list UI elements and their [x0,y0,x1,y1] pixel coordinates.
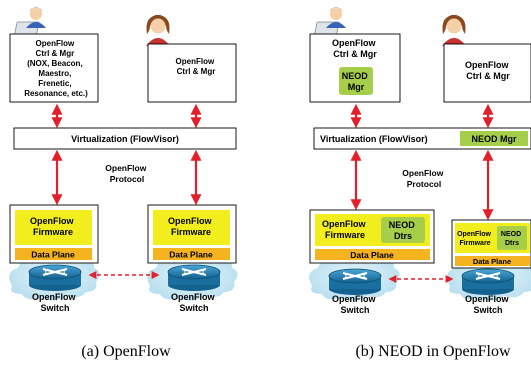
panel-a-fw2-label: OpenFlow Firmware [168,216,214,237]
panel-b-sw1-label: OpenFlow Switch [332,294,378,315]
caption-a: (a) OpenFlow [81,343,171,360]
panel-b-fw1-label: OpenFlow Firmware [322,219,368,240]
panel-a-ctrl2-box [147,43,237,103]
panel-a-fw1 [15,210,92,245]
panel-b-neod-dtrs1-label: NEOD Dtrs [389,220,418,241]
caption-b: (b) NEOD in OpenFlow [355,343,511,360]
panel-b-ctrl1-label: OpenFlow Ctrl & Mgr [332,38,378,59]
panel-b-dp1-label: Data Plane [350,250,394,260]
panel-a: OpenFlow Ctrl & Mgr (NOX, Beacon, Maestr… [9,6,238,360]
user-woman-icon [146,14,170,46]
panel-b-ctrl2-label: OpenFlow Ctrl & Mgr [465,60,511,81]
panel-a-dp1-label: Data Plane [31,250,75,260]
panel-a-ctrl2-label: OpenFlow Ctrl & Mgr [176,57,217,76]
panel-b-fw2-label: OpenFlow Firmware [457,231,493,247]
panel-b-dp2 [455,256,530,266]
panel-b-neod-mgr [339,67,373,95]
panel-a-sw2-label: OpenFlow Switch [171,292,217,313]
router-icon [28,264,82,292]
router-icon [461,268,515,296]
panel-b-neod-dtrs2 [497,226,527,250]
panel-b-virtualization-label: Virtualization (FlowVisor) [320,134,428,144]
panel-a-fw1-label: OpenFlow Firmware [30,216,76,237]
panel-a-sw1-label: OpenFlow Switch [32,292,78,313]
panel-b-neod-dtrs1 [381,217,425,243]
panel-b-protocol-label: OpenFlow Protocol [402,168,445,189]
panel-b-ctrl2-box [443,43,531,103]
panel-b-sw2-label: OpenFlow Switch [465,294,511,315]
panel-b-neod-mgr-label: NEOD Mgr [342,71,371,92]
panel-a-fw2 [153,210,230,245]
user-laptop-icon [13,6,47,39]
panel-b-dp1 [315,249,430,260]
panel-b-neod-dtrs2-label: NEOD Dtrs [501,231,523,247]
panel-b-neod-mgr2 [460,131,528,146]
panel-a-dp2 [153,248,230,260]
user-laptop-icon [313,6,347,39]
user-woman-icon [442,14,466,46]
panel-a-ctrl1-label: OpenFlow Ctrl & Mgr (NOX, Beacon, Maestr… [24,39,88,98]
panel-b-dp2-label: Data Plane [473,257,511,266]
panel-a-virtualization-label: Virtualization (FlowVisor) [71,134,179,144]
panel-a-ctrl1-box [9,33,99,103]
panel-a-protocol-label: OpenFlow Protocol [105,163,148,184]
panel-b: OpenFlow Ctrl & Mgr NEOD Mgr OpenFlow Ct… [309,6,531,360]
panel-a-dp1 [15,248,92,260]
panel-a-virtualization-box [13,127,237,150]
router-icon [167,264,221,292]
router-icon [328,268,382,296]
panel-a-dp2-label: Data Plane [169,250,213,260]
panel-b-neod-mgr2-label: NEOD Mgr [472,134,517,144]
